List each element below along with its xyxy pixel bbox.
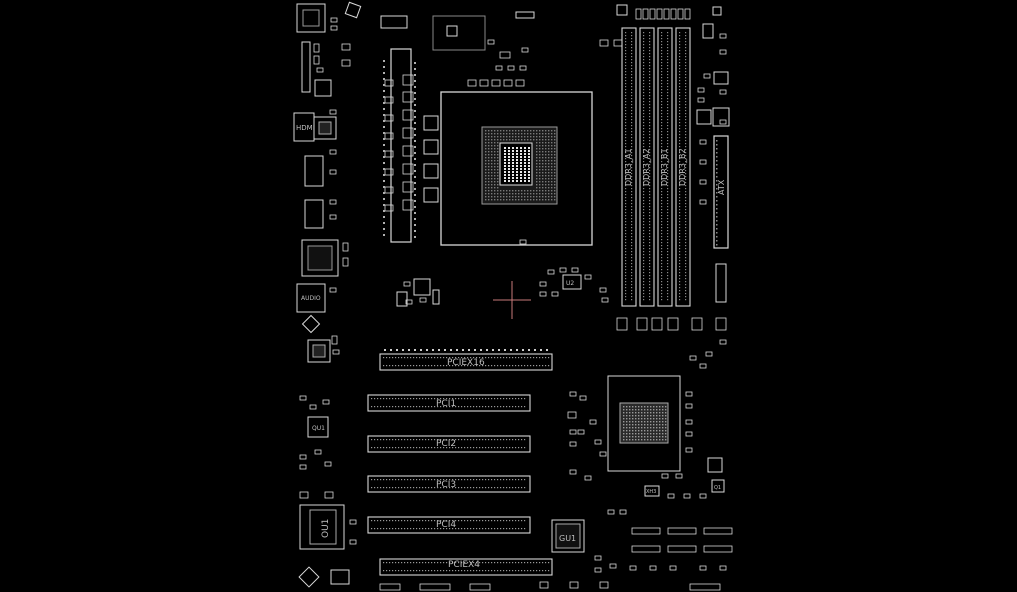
chipset-pch[interactable] xyxy=(607,375,681,472)
dimm-a1-label: DDR3_A1 xyxy=(624,148,633,186)
rear-io-components: HDMI AUDIO QU1 OU1 xyxy=(293,1,408,588)
dimm-a2-label: DDR3_A2 xyxy=(642,148,651,186)
dimm-b1-label: DDR3_B1 xyxy=(660,148,669,186)
mid-area-components: U2 xyxy=(396,263,727,307)
q1-label: Q1 xyxy=(714,485,721,491)
origin-crosshair xyxy=(493,281,531,319)
pci3-label: PCI3 xyxy=(436,480,456,490)
pciex4-label: PCIEX4 xyxy=(448,560,480,570)
cpu-pin-grid xyxy=(485,130,556,201)
dimm-slots xyxy=(616,8,727,331)
audio-label: AUDIO xyxy=(301,295,321,302)
ou1-label: OU1 xyxy=(321,519,331,538)
pciex16-label: PCIEX16 xyxy=(447,358,485,368)
dimm-b2-label: DDR3_B2 xyxy=(678,148,687,186)
qu1-label: QU1 xyxy=(312,425,325,432)
expansion-slots xyxy=(367,349,553,576)
atx-power-connector[interactable]: ATX xyxy=(713,135,729,249)
top-area-components xyxy=(432,4,730,127)
atx-label: ATX xyxy=(717,179,726,195)
pci1-label: PCI1 xyxy=(436,399,456,409)
pci4-label: PCI4 xyxy=(436,520,456,530)
xh3-label: XH3 xyxy=(646,489,656,495)
hdmi-label: HDMI xyxy=(296,124,315,132)
vrm-column xyxy=(383,48,439,243)
pci2-label: PCI2 xyxy=(436,439,456,449)
u2-label: U2 xyxy=(566,280,574,287)
cpu-core-pads xyxy=(504,147,530,182)
gu1-label: GU1 xyxy=(559,534,576,543)
chipset-area-components: XH3 Q1 GU1 xyxy=(551,457,725,553)
cpu-socket[interactable] xyxy=(440,91,593,246)
